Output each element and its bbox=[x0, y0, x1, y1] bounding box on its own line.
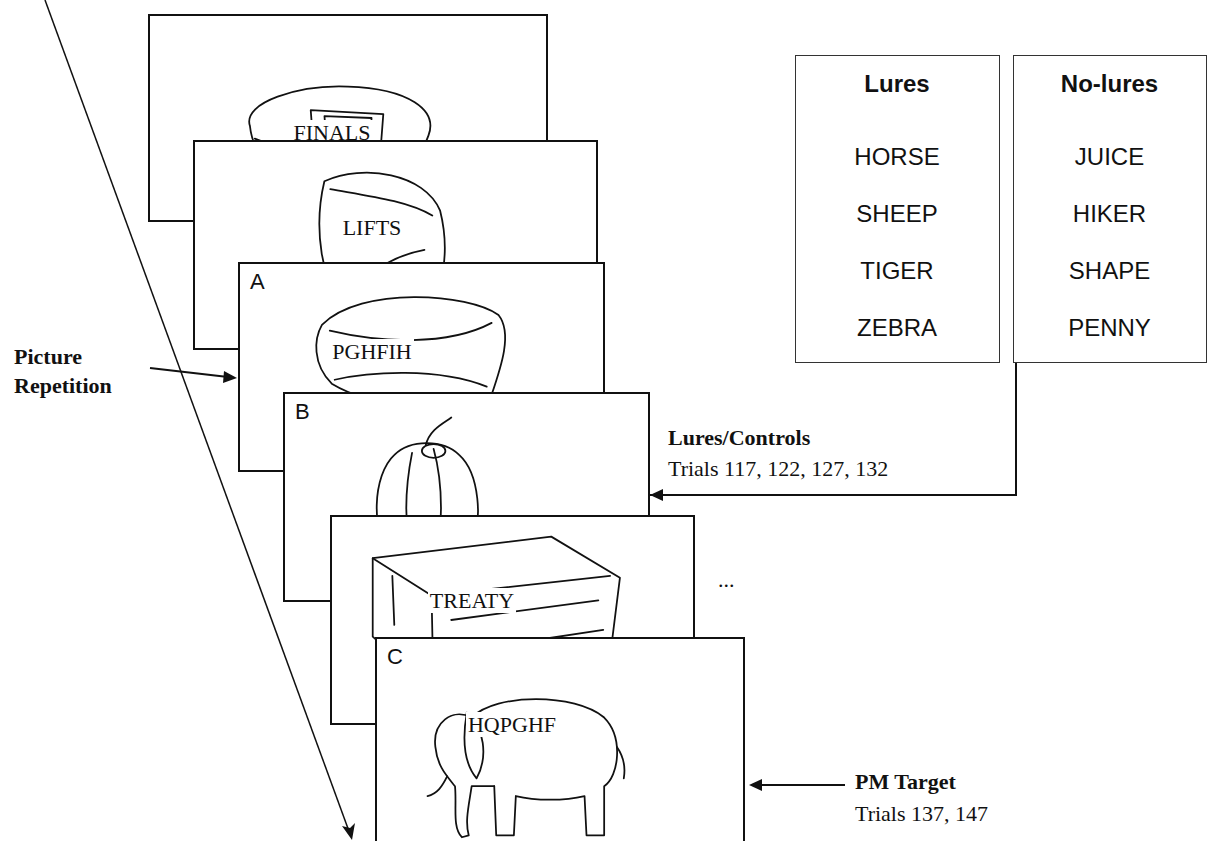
list-words: HORSE SHEEP TIGER ZEBRA bbox=[854, 128, 939, 356]
condition-letter: B bbox=[295, 400, 310, 424]
trial-numbers: Trials 117, 122, 127, 132 bbox=[668, 455, 888, 484]
condition-letter: C bbox=[387, 645, 403, 669]
condition-label: Lures/Controls bbox=[668, 424, 810, 453]
list-words: JUICE HIKER SHAPE PENNY bbox=[1068, 128, 1151, 356]
trial-numbers: Trials 137, 147 bbox=[855, 800, 988, 829]
condition-letter: A bbox=[250, 270, 265, 294]
connector-line bbox=[650, 363, 1016, 495]
side-label: Picture Repetition bbox=[14, 343, 154, 400]
repetition-arrow bbox=[150, 368, 228, 377]
stimulus-word: TREATY bbox=[428, 588, 516, 613]
stimulus-word: HQPGHF bbox=[466, 712, 558, 737]
pm-target-arrowhead bbox=[749, 779, 762, 791]
connector bbox=[650, 363, 1016, 501]
time-arrowhead bbox=[342, 823, 355, 840]
pm-target-arrow bbox=[760, 784, 845, 786]
list-heading: No-lures bbox=[1061, 70, 1158, 99]
arrowhead bbox=[650, 489, 663, 501]
picture bbox=[377, 639, 743, 841]
list-heading: Lures bbox=[864, 70, 929, 99]
word-list-box: LuresHORSE SHEEP TIGER ZEBRA bbox=[795, 55, 1000, 363]
line-drawing bbox=[428, 713, 625, 796]
stimulus-word: LIFTS bbox=[341, 215, 404, 240]
ellipsis: ... bbox=[718, 566, 735, 595]
line-drawing bbox=[422, 444, 446, 458]
condition-label: PM Target bbox=[855, 768, 956, 797]
word-list-box: No-luresJUICE HIKER SHAPE PENNY bbox=[1013, 55, 1207, 363]
stimulus-word: PGHFIH bbox=[330, 339, 413, 364]
stimulus-card: C HQPGHF bbox=[375, 637, 745, 841]
line-drawing bbox=[330, 323, 492, 387]
repetition-arrowhead bbox=[223, 371, 237, 383]
